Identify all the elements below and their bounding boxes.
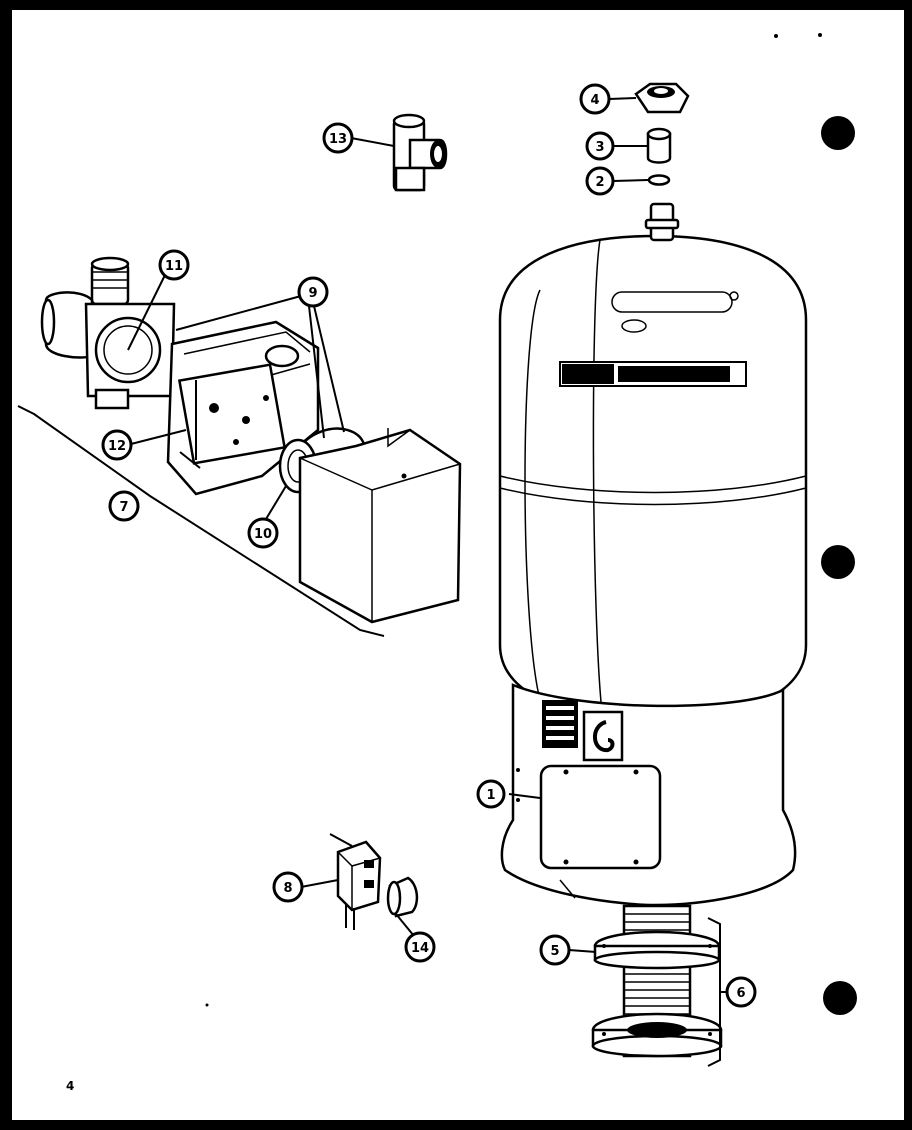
control-bracket-part-9: [166, 320, 320, 496]
callout-8: 8: [272, 871, 304, 903]
svg-text:8: 8: [283, 881, 292, 896]
svg-text:9: 9: [308, 286, 317, 301]
callout-13: 13: [322, 122, 354, 154]
binder-hole-top: [821, 116, 855, 150]
callout-2: 2: [585, 166, 615, 196]
control-mechanism-part-12: [177, 363, 287, 465]
burner-shield: [298, 428, 462, 624]
callout-10: 10: [247, 517, 279, 549]
callout-3: 3: [585, 131, 615, 161]
callout-11: 11: [158, 249, 190, 281]
tank-assembly: [498, 234, 808, 907]
callout-1: 1: [476, 779, 506, 809]
svg-text:5: 5: [550, 944, 559, 959]
thermostat-part-8: [329, 833, 382, 930]
bushing-part-3: [646, 132, 672, 164]
access-panel: [539, 764, 662, 870]
callout-14: 14: [404, 931, 436, 963]
tee-fitting-part-13: [392, 113, 448, 192]
svg-text:7: 7: [119, 500, 128, 515]
svg-text:13: 13: [329, 132, 347, 147]
callout-5: 5: [539, 934, 571, 966]
flue-assembly: [591, 904, 723, 1067]
svg-text:11: 11: [165, 259, 183, 274]
svg-text:6: 6: [736, 986, 745, 1001]
callout-12: 12: [101, 429, 133, 461]
callout-9: 9: [297, 276, 329, 308]
svg-text:2: 2: [595, 175, 604, 190]
svg-text:14: 14: [411, 941, 429, 956]
knob-part-14: [386, 876, 419, 918]
binder-hole-middle: [821, 545, 855, 579]
svg-text:1: 1: [486, 788, 495, 803]
agency-label: [582, 710, 624, 762]
tank-upper-body: [498, 234, 808, 722]
washer-part-2: [647, 174, 671, 186]
top-fittings: [634, 82, 690, 242]
leader-lines: [17, 97, 728, 993]
svg-text:12: 12: [108, 439, 126, 454]
binder-hole-bottom: [823, 981, 857, 1015]
svg-text:3: 3: [595, 140, 604, 155]
callout-7: 7: [108, 490, 140, 522]
svg-text:4: 4: [590, 93, 599, 108]
page-number: 4: [66, 1079, 74, 1093]
callout-6: 6: [725, 976, 757, 1008]
svg-text:10: 10: [254, 527, 272, 542]
callout-4: 4: [579, 83, 611, 115]
